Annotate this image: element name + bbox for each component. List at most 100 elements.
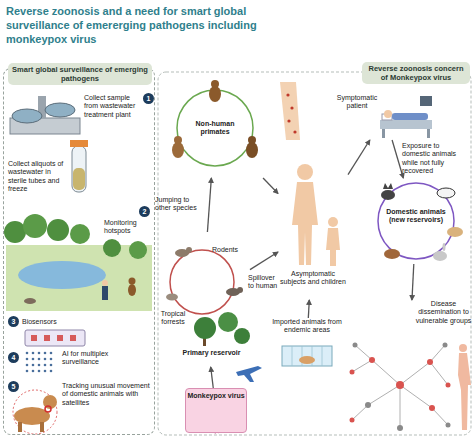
patient-head: [384, 110, 392, 118]
human-group: Asymptomatic subjects and children: [278, 160, 348, 300]
panel-outline: [158, 72, 471, 435]
network-node: [427, 359, 433, 365]
animal-cage: [282, 346, 332, 366]
diagram-title: Reverse zoonosis and a need for smart gl…: [6, 4, 291, 46]
network-node: [396, 381, 404, 389]
cycle-ring: [378, 183, 454, 259]
connector-arrow: [207, 178, 211, 232]
dog-leg: [40, 422, 44, 432]
node-label: Rodents: [205, 246, 245, 254]
node-label: Non-human primates: [185, 120, 245, 137]
person-body: [102, 286, 108, 300]
adult-head: [297, 164, 313, 180]
edge-label: Exposure to domestic animals while not f…: [402, 142, 462, 176]
dog-leg: [18, 422, 22, 432]
patient-blanket: [392, 113, 428, 120]
pregnant-woman-body: [458, 353, 471, 430]
airplane: [236, 366, 262, 382]
monkey-body: [246, 142, 258, 158]
biosensor-chip: [25, 330, 85, 346]
dog: [447, 227, 463, 237]
tube-cap: [70, 140, 88, 147]
monkey-head: [129, 278, 136, 285]
connector-arrow: [250, 252, 278, 270]
connector-arrow: [211, 367, 214, 388]
connector-arrow: [412, 264, 414, 300]
tree: [70, 224, 90, 244]
rash-spot: [290, 106, 293, 109]
rabbit: [433, 251, 447, 261]
tropical-tree: [218, 312, 238, 332]
tropical-tree: [234, 328, 250, 344]
tree: [23, 214, 47, 238]
patient-group: Symptomatic patient: [335, 92, 435, 140]
callout-number: 4: [8, 352, 19, 363]
sample-tube: [72, 146, 86, 192]
surveillance-panel: Smart global surveillance of emerging pa…: [3, 68, 155, 435]
step-text: Tracking unusual movement of domestic an…: [62, 382, 150, 407]
sensor-spot: [31, 335, 37, 341]
bed-leg: [382, 129, 385, 138]
cat-ears: [383, 183, 393, 189]
network-node: [353, 343, 358, 348]
squirrel-head: [186, 247, 192, 253]
tree: [4, 221, 26, 243]
adult-body: [292, 182, 318, 265]
mouse: [166, 294, 178, 301]
node-label: Domestic animals (new reservoirs): [382, 208, 450, 225]
network-links: [352, 345, 448, 428]
treatment-tank: [12, 109, 42, 123]
tree: [103, 239, 121, 257]
vulnerable-network: Disease dissemination to vulnerable grou…: [345, 300, 472, 435]
network-node: [369, 357, 375, 363]
node-label: Symptomatic patient: [335, 94, 379, 111]
step-text: Biosensors: [22, 318, 82, 326]
rash-spot: [286, 93, 289, 96]
network-node: [350, 418, 355, 423]
person-head: [102, 280, 108, 286]
node-sublabel: Tropical forrests: [155, 310, 191, 327]
pregnant-woman-head: [459, 344, 467, 352]
connector-arrow: [308, 300, 310, 318]
ai-grid: [24, 350, 54, 374]
network-node: [365, 402, 371, 408]
sensor-spot: [57, 335, 63, 341]
network-node: [350, 370, 355, 375]
cat: [381, 190, 395, 200]
network-node: [446, 383, 451, 388]
treatment-tank: [45, 103, 75, 117]
child-body: [326, 228, 340, 266]
node-label: Smart global surveillance of emerging pa…: [8, 63, 152, 85]
tracking-ring: [13, 390, 57, 434]
step-text: AI for multiplex surveillance: [62, 350, 122, 367]
network-node: [446, 423, 451, 428]
tree: [47, 219, 69, 241]
bed: [380, 120, 432, 129]
primate-cycle: Non-human primates: [160, 78, 270, 178]
node-label: Monkeypox virus: [186, 392, 246, 400]
connector-arrow: [263, 178, 278, 194]
connector-arrow: [348, 140, 370, 175]
callout-number: 2: [139, 206, 150, 217]
rabbit-ear: [443, 243, 446, 251]
rat-head: [237, 287, 243, 293]
callout-number: 5: [8, 381, 19, 392]
network-node: [443, 343, 448, 348]
child-head: [328, 217, 338, 227]
node-label: Asymptomatic subjects and children: [278, 270, 348, 287]
rash-spot: [287, 119, 290, 122]
edge-label: Spillover to human: [248, 274, 280, 291]
sensor-spot: [44, 335, 50, 341]
network-node: [397, 425, 403, 431]
bed-leg: [427, 129, 430, 138]
node-label: Imported animals from endemic areas: [272, 318, 342, 335]
node-label: Reverse zoonosis concern of Monkeypox vi…: [362, 62, 470, 84]
imported-animals: Imported animals from endemic areas: [272, 318, 342, 368]
cage-bars: [292, 346, 322, 366]
dog: [437, 188, 455, 198]
monitor: [420, 96, 432, 106]
node-label: Disease dissemination to vulnerable grou…: [415, 300, 472, 325]
pond: [18, 261, 106, 289]
tree: [129, 241, 147, 259]
